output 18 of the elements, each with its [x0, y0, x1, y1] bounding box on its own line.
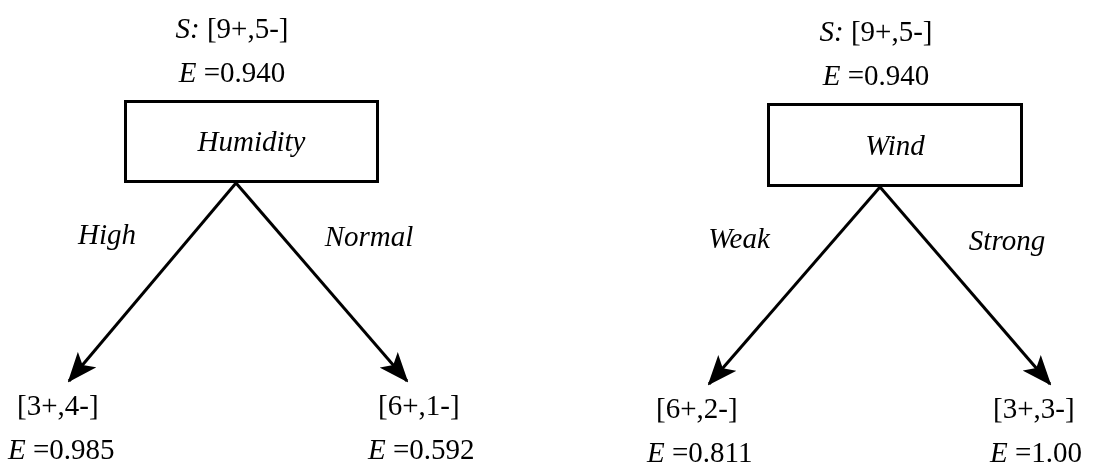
node-annotation: S: [9+,5-] — [175, 11, 289, 46]
arrow — [67, 182, 238, 383]
leaf-text: E =0.592 — [368, 432, 475, 464]
leaf-text: [6+,2-] — [656, 391, 738, 426]
node-annotation: E =0.940 — [822, 58, 930, 93]
leaf-text: E =0.985 — [8, 432, 115, 464]
node-annotation: S: [9+,5-] — [819, 14, 933, 49]
attribute-box: Wind — [767, 103, 1023, 187]
leaf-text: [3+,4-] — [17, 388, 99, 423]
arrow — [234, 182, 409, 383]
attribute-box: Humidity — [124, 100, 379, 183]
arrow — [878, 186, 1052, 386]
leaf-text: E =0.811 — [647, 435, 753, 464]
leaf-text: [6+,1-] — [378, 388, 460, 423]
arrow — [707, 186, 882, 386]
leaf-text: E =1.00 — [990, 435, 1083, 464]
node-annotation: E =0.940 — [178, 55, 286, 90]
leaf-text: [3+,3-] — [993, 391, 1075, 426]
